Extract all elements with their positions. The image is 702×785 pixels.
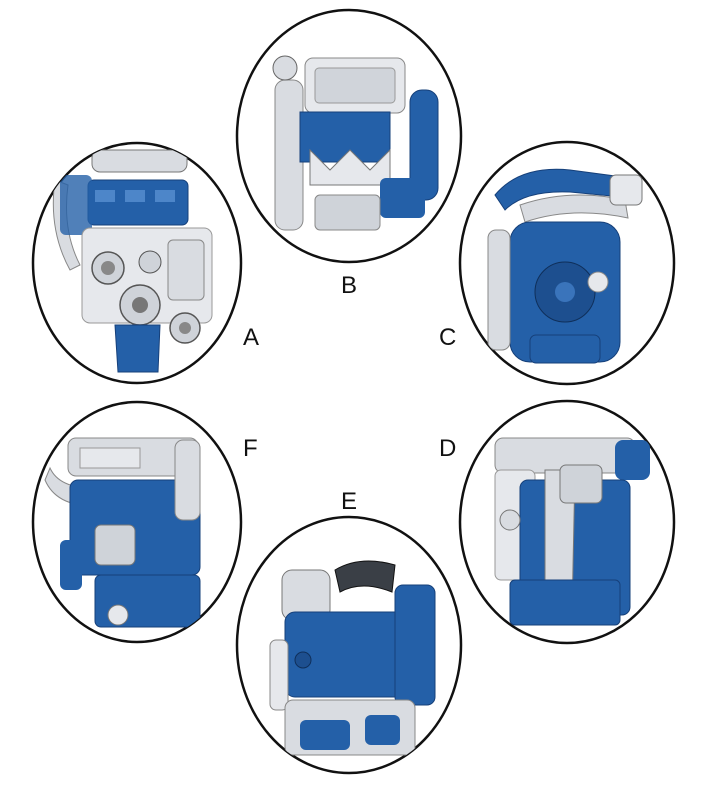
engine-icon	[269, 560, 436, 756]
view-label-a: A	[243, 324, 260, 351]
engine-icon	[272, 55, 439, 231]
engine-icon	[487, 168, 643, 364]
view-label-b: B	[341, 272, 358, 299]
view-b	[235, 8, 463, 264]
engine-icon	[44, 437, 201, 628]
view-label-f: F	[243, 435, 258, 462]
view-d	[458, 399, 676, 645]
view-label-e: E	[341, 488, 358, 515]
view-f	[31, 400, 243, 644]
view-a	[31, 141, 243, 385]
engine-icon	[494, 437, 650, 626]
view-label-d: D	[439, 435, 457, 462]
view-c	[458, 140, 676, 386]
view-label-c: C	[439, 324, 457, 351]
engine-icon	[52, 149, 213, 373]
view-e	[235, 515, 463, 775]
